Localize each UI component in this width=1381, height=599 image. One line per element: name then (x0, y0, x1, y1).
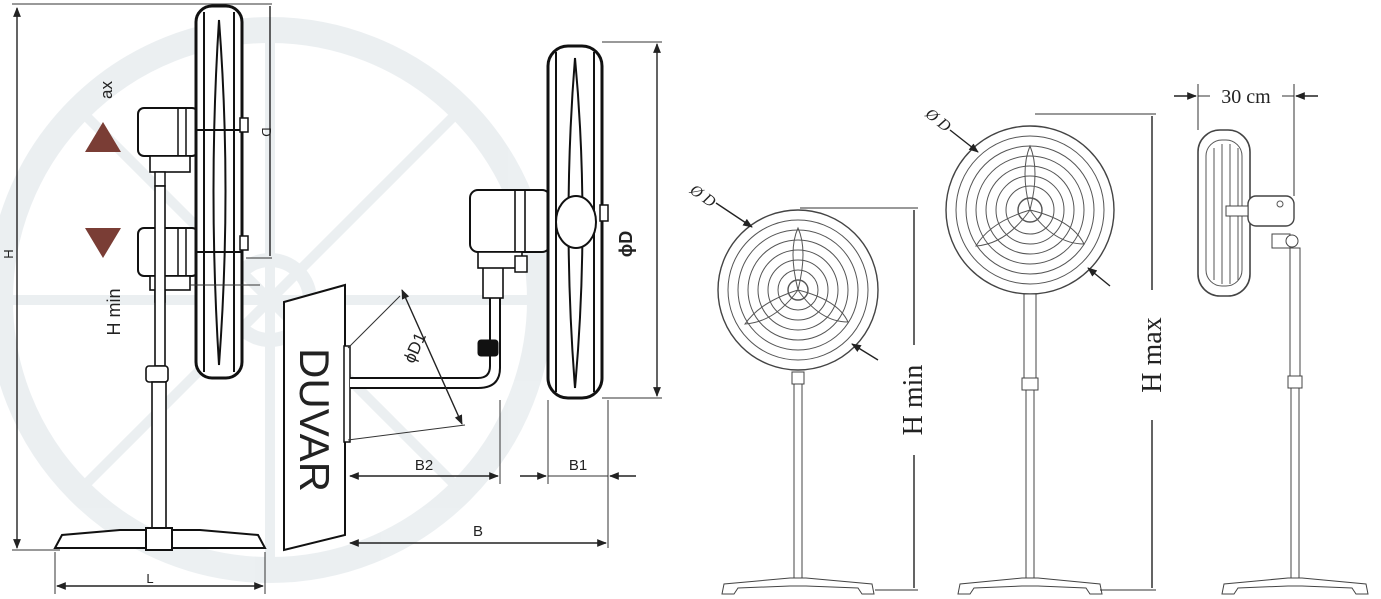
phi-d-large-label: Ø D (921, 105, 954, 136)
h-max-partial-label: ax (97, 81, 116, 99)
h-label: H (1, 249, 16, 258)
b2-label: B2 (415, 457, 433, 474)
right-panel: Ø D H min (686, 84, 1369, 595)
h-max-dimension: H max (1035, 113, 1168, 591)
phi-d1-dimension: ϕD1 (347, 289, 466, 441)
h-min-label-right: H min (898, 365, 929, 436)
stand-pole (145, 185, 169, 533)
phi-d-small-label: Ø D (686, 181, 719, 211)
l-label: L (146, 571, 153, 586)
fan-front-small (717, 209, 879, 595)
arrow-down-icon (85, 228, 121, 258)
h-dimension: H (1, 3, 270, 551)
wall-label: DUVAR (291, 348, 338, 492)
d-dimension: D (190, 3, 274, 286)
lower-motor (137, 227, 199, 303)
width-30cm-dimension: 30 cm (1174, 84, 1318, 196)
phi-d-label: ϕD (616, 231, 636, 258)
h-max-label-right: H max (1137, 317, 1168, 392)
wall-mount-motor (469, 189, 551, 273)
h-min-dimension: H min (800, 207, 929, 591)
fan-side-view (1197, 129, 1369, 595)
arrow-up-icon (85, 122, 121, 152)
l-dimension: L (54, 552, 266, 594)
b-label: B (473, 523, 483, 540)
b1-label: B1 (569, 457, 587, 474)
width-30cm-label: 30 cm (1221, 86, 1271, 108)
phi-d1-label: ϕD1 (400, 330, 430, 366)
d-label: D (259, 127, 274, 136)
wall-plate: DUVAR (283, 283, 346, 552)
wall-bracket-arm (343, 261, 504, 443)
fan-front-large (945, 125, 1115, 595)
phi-d-dimension: ϕD (602, 41, 662, 399)
wall-fan-guard (546, 44, 609, 400)
left-panel: H ax H min (0, 3, 662, 594)
stand-base (53, 527, 267, 551)
b-dimensions: B2 B1 B (349, 400, 636, 548)
upper-motor (137, 107, 199, 187)
h-min-label: H min (104, 288, 124, 335)
side-fan-guard (194, 4, 249, 380)
